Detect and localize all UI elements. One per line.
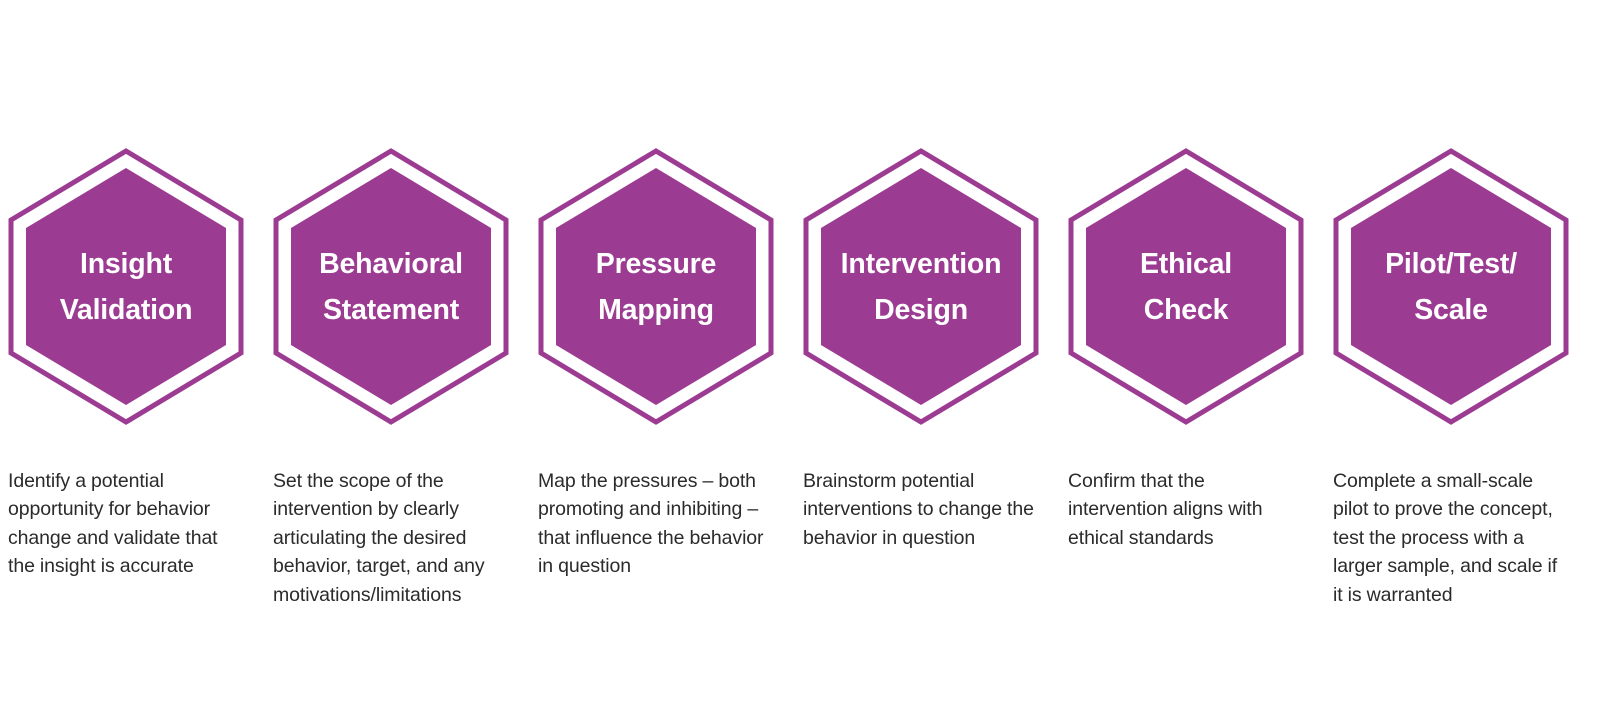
process-step-3[interactable]: Pressure Mapping Map the pressures – bot… — [538, 148, 774, 581]
process-step-6[interactable]: Pilot/Test/ Scale Complete a small-scale… — [1333, 148, 1569, 609]
process-step-1[interactable]: Insight Validation Identify a potential … — [8, 148, 244, 581]
hexagon-badge-6[interactable]: Pilot/Test/ Scale — [1333, 148, 1569, 425]
hexagon-title-2: Behavioral Statement — [319, 247, 463, 326]
step-description-2: Set the scope of the intervention by cle… — [273, 470, 485, 606]
hexagon-icon — [1333, 148, 1569, 425]
process-step-row: Insight Validation Identify a potential … — [8, 148, 1600, 688]
step-description-3: Map the pressures – both promoting and i… — [538, 470, 764, 578]
hexagon-icon — [1068, 148, 1304, 425]
hexagon-badge-4[interactable]: Intervention Design — [803, 148, 1039, 425]
step-description-1: Identify a potential opportunity for beh… — [8, 470, 218, 578]
step-description-4: Brainstorm potential interventions to ch… — [803, 470, 1034, 549]
hexagon-badge-2[interactable]: Behavioral Statement — [273, 148, 509, 425]
process-step-4[interactable]: Intervention Design Brainstorm potential… — [803, 148, 1039, 552]
hexagon-icon — [273, 148, 509, 425]
hexagon-title-5: Ethical Check — [1139, 247, 1233, 326]
step-description-6: Complete a small-scale pilot to prove th… — [1333, 470, 1558, 606]
hexagon-badge-3[interactable]: Pressure Mapping — [538, 148, 774, 425]
hexagon-title-3: Pressure Mapping — [595, 247, 717, 326]
process-step-5[interactable]: Ethical Check Confirm that the intervent… — [1068, 148, 1304, 552]
hexagon-icon — [538, 148, 774, 425]
hexagon-title-6: Pilot/Test/ Scale — [1385, 247, 1517, 326]
hexagon-title-1: Insight Validation — [59, 247, 193, 326]
hexagon-icon — [8, 148, 244, 425]
process-step-2[interactable]: Behavioral Statement Set the scope of th… — [273, 148, 509, 609]
hexagon-icon — [803, 148, 1039, 425]
step-description-5: Confirm that the intervention aligns wit… — [1068, 470, 1263, 549]
hexagon-badge-5[interactable]: Ethical Check — [1068, 148, 1304, 425]
hexagon-badge-1[interactable]: Insight Validation — [8, 148, 244, 425]
hexagon-title-4: Intervention Design — [840, 247, 1002, 326]
